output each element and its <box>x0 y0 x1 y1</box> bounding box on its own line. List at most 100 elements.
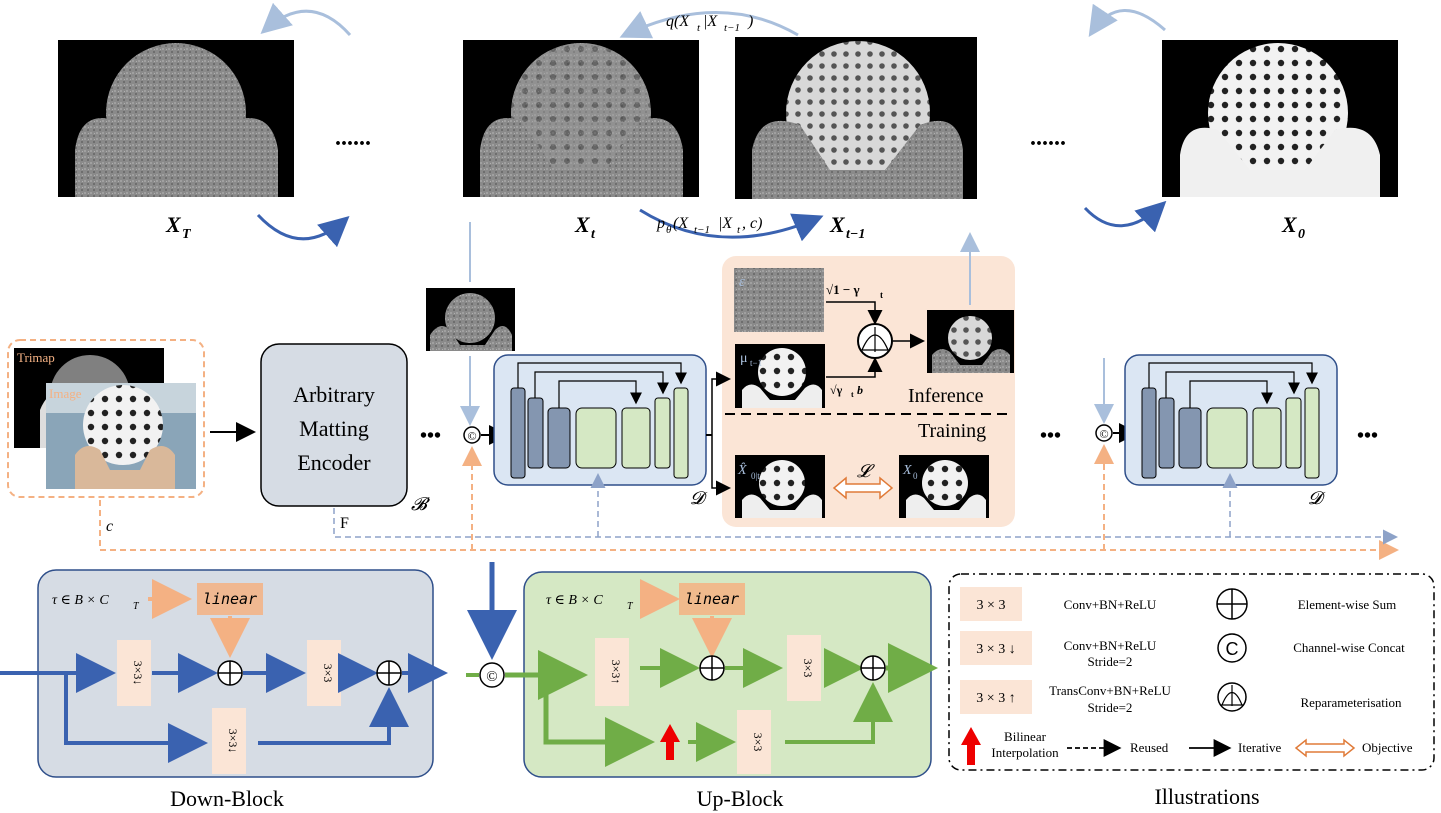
gamma-b: b <box>857 383 863 397</box>
svg-text:X: X <box>829 212 846 237</box>
legend-reused-label: Reused <box>1130 740 1169 755</box>
concat-circle-1 <box>463 426 481 444</box>
epsilon-label: ε <box>739 274 745 290</box>
up-block-title: Up-Block <box>697 786 784 811</box>
decoder-unet-2 <box>1124 354 1338 486</box>
down-skip-to-sum <box>258 687 409 745</box>
legend-conv-down-label: 3 × 3 ↓ <box>976 642 1015 657</box>
x0-hat-image <box>735 455 825 518</box>
forward-arrow-q <box>619 11 799 39</box>
up-sum-node-2 <box>860 655 886 681</box>
label-x-t-1: X t−1 <box>829 212 865 242</box>
reverse-arrow-p <box>639 208 824 242</box>
concat-circle-2 <box>1095 424 1113 442</box>
down-conv-stride-box <box>117 640 151 706</box>
up-concat-node <box>479 662 505 688</box>
down-block-title: Down-Block <box>170 786 284 811</box>
dots-left: ...... <box>335 125 371 151</box>
mu-label: μ <box>740 351 748 366</box>
svg-text:): ) <box>747 13 753 30</box>
forward-arrow-top-right <box>1088 3 1166 37</box>
legend-bilinear-icon <box>961 727 981 765</box>
concat-symbol-2: © <box>1099 427 1108 441</box>
svg-text:, c): , c) <box>742 215 762 232</box>
up-tau: τ ∈ B × C <box>546 593 603 608</box>
encoder-line-2: Matting <box>299 416 369 441</box>
forward-arrow-top-left <box>260 2 352 36</box>
image-x-t <box>463 40 699 197</box>
legend-conv-up-desc2: Stride=2 <box>1088 700 1133 715</box>
image-label: Image <box>49 386 82 401</box>
legend-sum-icon <box>1216 588 1248 620</box>
svg-text:|X: |X <box>718 215 733 232</box>
svg-text:q(X: q(X <box>666 13 690 30</box>
svg-text:X: X <box>1281 212 1298 237</box>
condition-label: c <box>106 518 113 535</box>
legend-conv-desc: Conv+BN+ReLU <box>1064 597 1157 612</box>
x0-label: X <box>902 463 912 478</box>
p-formula: p θ (X t−1 |X t , c) <box>656 215 762 236</box>
decoder-unet-1 <box>493 354 707 486</box>
svg-text:0: 0 <box>1298 227 1305 242</box>
up-tau-sub: T <box>627 601 634 612</box>
legend-conv-box <box>960 587 1022 621</box>
trimap-label: Trimap <box>17 350 55 365</box>
ellipsis-2: ••• <box>1040 425 1061 447</box>
svg-text:t−1: t−1 <box>846 227 865 242</box>
legend-bilinear-line1: Bilinear <box>1004 729 1047 744</box>
q-formula: q(X t |X t−1 ) <box>666 13 753 34</box>
mu-sub: t−1 <box>750 358 762 368</box>
condition-dashed-line <box>99 500 1399 560</box>
legend-conv-down-desc: Conv+BN+ReLU <box>1064 638 1157 653</box>
legend-conv-down-desc2: Stride=2 <box>1088 654 1133 669</box>
illustrations-title: Illustrations <box>1154 784 1259 809</box>
down-conv-stride-label: 3×3↓ <box>131 661 145 686</box>
sqrt-gamma-sub: t <box>851 390 854 399</box>
legend-conv-up-box <box>960 680 1032 714</box>
image-x-T <box>58 40 294 197</box>
x0-sub: 0 <box>913 471 918 481</box>
down-tau-sub: T <box>133 601 140 612</box>
encoder-symbol: 𝓑 <box>411 494 430 514</box>
image-x-0 <box>1162 40 1398 197</box>
legend-objective-arrow <box>1294 738 1356 758</box>
feature-label: F <box>340 515 349 532</box>
down-tau: τ ∈ B × C <box>52 593 109 608</box>
epsilon-to-reparam <box>826 301 883 325</box>
up-conv-label-2: 3×3 <box>751 733 765 752</box>
legend-conv-up-desc: TransConv+BN+ReLU <box>1049 683 1171 698</box>
decoder-symbol-2: 𝓓 <box>1308 488 1326 508</box>
svg-text:C: C <box>1226 639 1239 659</box>
concat-symbol-1: © <box>467 429 476 443</box>
training-label: Training <box>918 420 986 442</box>
legend-iterative-label: Iterative <box>1238 740 1282 755</box>
illustrations-legend <box>948 573 1435 771</box>
svg-text:t: t <box>697 22 701 34</box>
label-x-t: X t <box>574 212 596 242</box>
down-sum-node-1 <box>217 660 243 686</box>
down-conv-label: 3×3 <box>321 664 335 683</box>
sqrt-gamma: √γ <box>830 383 843 397</box>
up-conv-trans-box <box>595 638 629 706</box>
mu-image <box>735 344 825 408</box>
svg-text:|X: |X <box>703 13 718 30</box>
svg-text:T: T <box>182 227 192 242</box>
epsilon-noise-image <box>734 268 824 332</box>
branch-down-arrow <box>711 435 731 496</box>
up-conv-label: 3×3 <box>801 659 815 678</box>
label-x-0: X 0 <box>1281 212 1305 242</box>
x0-target-image <box>899 455 989 518</box>
ellipsis-3: ••• <box>1357 425 1378 447</box>
up-conv-trans-label: 3×3↑ <box>609 660 623 685</box>
input-image <box>46 383 196 489</box>
input-box <box>7 339 205 498</box>
up-sum-node-1 <box>699 655 725 681</box>
svg-text:X: X <box>574 212 591 237</box>
svg-text:t: t <box>737 224 741 236</box>
down-conv-stride-label-2: 3×3↓ <box>226 729 240 754</box>
ellipsis-1: ••• <box>420 425 441 447</box>
encoder-line-3: Encoder <box>297 450 371 475</box>
legend-conv-box-label: 3 × 3 <box>977 598 1006 613</box>
reparameterisation-node <box>857 323 893 359</box>
